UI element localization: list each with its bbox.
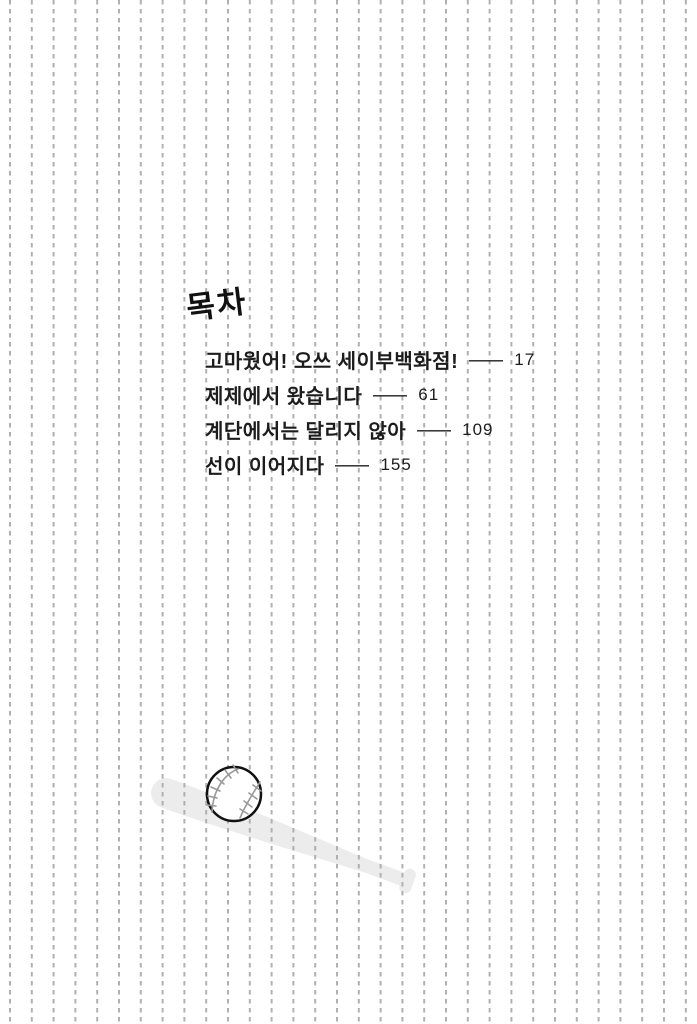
toc-page-number: 109 xyxy=(462,419,494,439)
toc-leader-dash: — xyxy=(373,383,408,406)
toc-item: 고마웠어! 오쓰 세이부백화점! — 17 xyxy=(205,348,536,374)
toc-item: 선이 이어지다 — 155 xyxy=(205,453,535,479)
page-title: 목차 xyxy=(184,283,250,327)
toc-item-label: 선이 이어지다 xyxy=(205,456,325,478)
toc-page-number: 17 xyxy=(514,349,536,369)
toc-leader-dash: — xyxy=(469,348,504,371)
toc-list: 고마웠어! 오쓰 세이부백화점! — 17 제제에서 왔습니다 — 61 계단에… xyxy=(205,349,535,489)
toc-leader-dash: — xyxy=(417,418,452,441)
toc-page-number: 61 xyxy=(418,384,440,404)
toc-item: 계단에서는 달리지 않아 — 109 xyxy=(205,418,535,444)
toc-item-label: 제제에서 왔습니다 xyxy=(205,386,363,408)
toc-item: 제제에서 왔습니다 — 61 xyxy=(205,383,535,409)
toc-item-label: 고마웠어! 오쓰 세이부백화점! xyxy=(205,351,459,373)
toc-leader-dash: — xyxy=(335,453,370,476)
toc-page-number: 155 xyxy=(380,454,412,474)
toc-item-label: 계단에서는 달리지 않아 xyxy=(205,421,407,443)
